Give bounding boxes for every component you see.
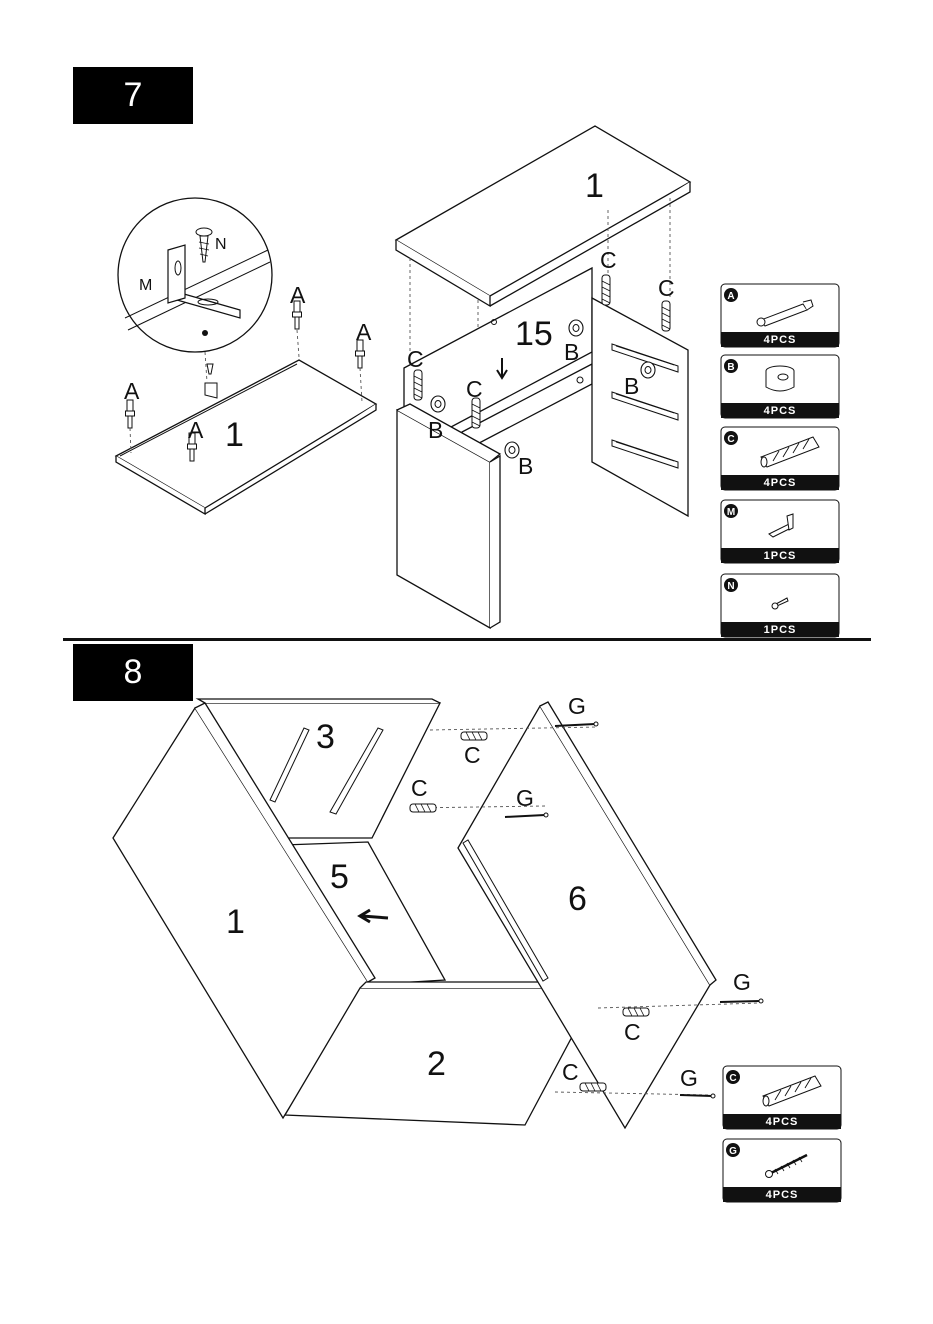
hardware-card-c: C 4PCS [721,427,839,490]
label-g-1: G [568,693,586,719]
label-g-4: G [680,1065,698,1091]
label-a-4: A [188,417,204,443]
step8-panel-6: 6 [568,880,587,918]
cam-lock-icon [766,366,794,391]
hardware-card-c-step8: C 4PCS [723,1066,841,1129]
step8-panel-5: 5 [330,858,349,896]
dowel-c-1 [414,370,422,400]
label-b-3: B [428,417,443,443]
dowel-c-2 [472,398,480,428]
dowel-c-7 [623,1008,649,1016]
step7-panel-1-top: 1 [585,167,604,205]
label-b-4: B [518,453,533,479]
label-c-2: C [466,376,483,402]
card-b-count: 4PCS [764,405,797,417]
step7-panel-1-bottom: 1 [225,416,244,454]
label-b-2: B [624,373,639,399]
label-a-1: A [290,282,306,308]
cam-bolt-a-3 [126,400,135,428]
label-b-1: B [564,339,579,365]
hardware-card-a: A 4PCS [721,284,839,347]
step8-panel-1: 1 [226,903,245,941]
card-m-count: 1PCS [764,550,797,562]
detail-label-n: N [215,236,227,253]
label-c-6: C [411,775,428,801]
dowel-c-5 [461,732,487,740]
card-a-letter: A [727,291,734,302]
hardware-card-g: G 4PCS [723,1139,841,1202]
label-c-1: C [407,346,424,372]
card-c-letter: C [727,434,734,445]
detail-label-m: M [139,277,152,294]
step8-panel-3: 3 [316,718,335,756]
label-c-3: C [600,247,617,273]
label-a-3: A [124,378,140,404]
dowel-c-8 [580,1083,606,1091]
step7-hardware-cards: A 4PCS B 4PCS C 4PCS M 1PCS [721,284,839,637]
label-c-4: C [658,275,675,301]
card-a-count: 4PCS [764,334,797,346]
hardware-card-b: B 4PCS [721,355,839,418]
card-b-letter: B [727,362,734,373]
label-a-2: A [356,319,372,345]
step8-hardware-cards: C 4PCS G 4PCS [723,1066,841,1202]
card-m-letter: M [727,507,735,518]
step7-panel-15: 15 [515,315,553,353]
cam-lock-b-1 [569,320,583,336]
cam-lock-b-3 [431,396,445,412]
cam-lock-b-4 [505,442,519,458]
hardware-card-m: M 1PCS [721,500,839,563]
dowel-c-3 [602,275,610,305]
step7-top-panel: 1 [396,126,690,306]
card-c8-letter: C [729,1073,736,1084]
cam-lock-b-2 [641,362,655,378]
label-c-7: C [624,1019,641,1045]
card-n-count: 1PCS [764,624,797,636]
label-g-3: G [733,969,751,995]
label-c-5: C [464,742,481,768]
card-g-letter: G [729,1146,737,1157]
card-g-count: 4PCS [766,1189,799,1201]
label-g-2: G [516,785,534,811]
dowel-c-6 [410,804,436,812]
card-n-letter: N [727,581,734,592]
dowel-c-4 [662,301,670,331]
screw-g-4 [680,1094,715,1098]
screw-g-3 [720,999,763,1003]
hardware-card-n: N 1PCS [721,574,839,637]
card-c8-count: 4PCS [766,1116,799,1128]
step7-bottom-board: 1 [116,360,376,514]
step7-right-side-panel [592,298,688,516]
card-c-count: 4PCS [764,477,797,489]
screw-icon [207,364,213,374]
step8-panel-2: 2 [427,1045,446,1083]
detail-magnifier: N M [118,198,272,352]
label-c-8: C [562,1059,579,1085]
